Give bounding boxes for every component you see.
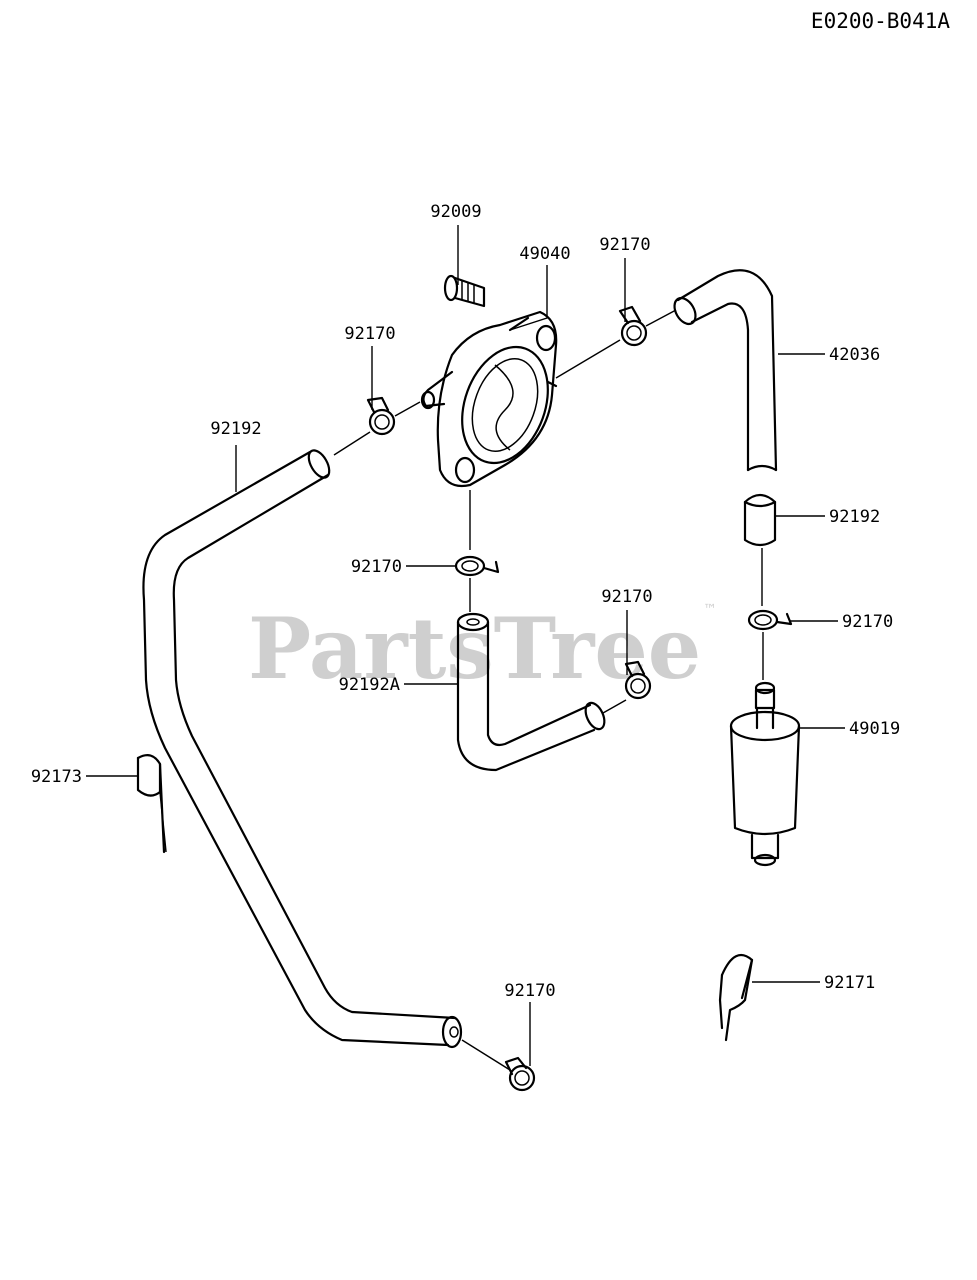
callout-92170-left[interactable]: 92170: [344, 324, 395, 344]
diagram-code: E0200-B041A: [811, 9, 950, 33]
callout-92170-center[interactable]: 92170: [601, 587, 652, 607]
hose-92192A[interactable]: [456, 612, 608, 772]
callout-92192-right[interactable]: 92192: [829, 507, 880, 527]
clip-92173[interactable]: [136, 753, 167, 854]
fuel-pump-49040[interactable]: [420, 310, 563, 488]
clamp-mid[interactable]: [454, 555, 500, 577]
watermark-text: PartsTree: [248, 599, 701, 698]
hose-92192-short[interactable]: [743, 493, 777, 547]
fuel-filter-49019[interactable]: [729, 681, 801, 867]
clamp-bottom[interactable]: [504, 1056, 536, 1092]
callout-92173[interactable]: 92173: [31, 767, 82, 787]
callout-92170-right[interactable]: 92170: [842, 612, 893, 632]
clamp-left[interactable]: [366, 396, 396, 436]
guide-lines: [333, 309, 764, 1071]
callout-92170-top[interactable]: 92170: [599, 235, 650, 255]
clamp-center[interactable]: [624, 660, 652, 700]
screw-92009[interactable]: [443, 274, 486, 308]
leader-lines: [86, 225, 845, 1066]
callout-42036[interactable]: 42036: [829, 345, 880, 365]
callout-49019[interactable]: 49019: [849, 719, 900, 739]
callout-92170-bottom[interactable]: 92170: [504, 981, 555, 1001]
callout-92192-left[interactable]: 92192: [210, 419, 261, 439]
hose-42036[interactable]: [670, 269, 778, 472]
callout-92170-mid[interactable]: 92170: [351, 557, 402, 577]
clamp-top[interactable]: [618, 305, 648, 347]
callout-92009[interactable]: 92009: [430, 202, 481, 222]
hose-92192-long[interactable]: [142, 447, 463, 1049]
clamp-right[interactable]: [747, 609, 793, 631]
clip-92171[interactable]: [718, 953, 754, 1042]
callout-49040[interactable]: 49040: [519, 244, 570, 264]
watermark-trademark: ™: [703, 602, 717, 618]
callout-92171[interactable]: 92171: [824, 973, 875, 993]
callout-92192A[interactable]: 92192A: [339, 675, 400, 695]
